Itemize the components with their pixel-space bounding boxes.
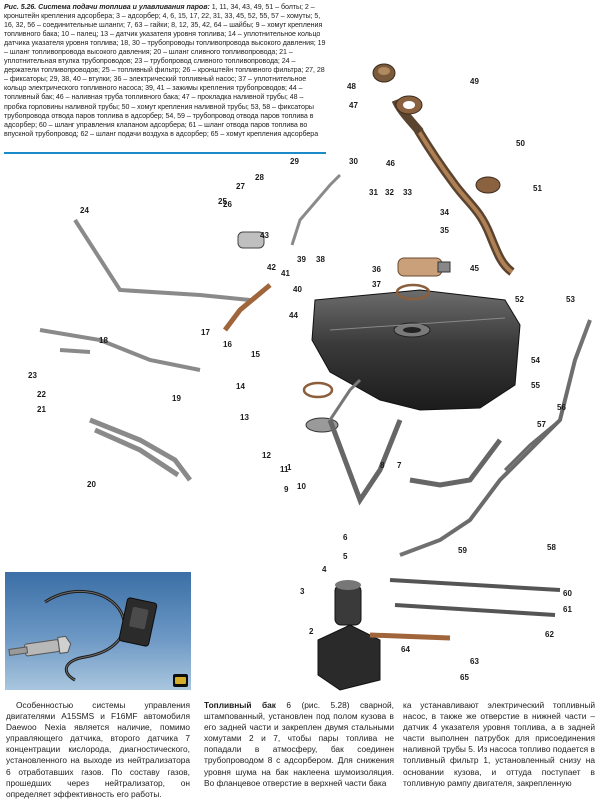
callout-35: 35 <box>440 226 449 235</box>
callout-36: 36 <box>372 265 381 274</box>
oxygen-sensor-illustration <box>8 589 158 682</box>
callout-26: 26 <box>223 200 232 209</box>
callout-2: 2 <box>309 627 314 636</box>
callout-51: 51 <box>533 184 542 193</box>
body-text: Особенностью системы управления двигател… <box>0 700 600 799</box>
tank-strap-right <box>409 438 502 488</box>
callout-31: 31 <box>369 188 378 197</box>
fuel-tank <box>311 289 521 411</box>
callout-48: 48 <box>347 82 356 91</box>
figure-caption-title: Рис. 5.26. Система подачи топлива и улав… <box>4 3 210 11</box>
tank-strap-left <box>327 419 403 506</box>
callout-38: 38 <box>316 255 325 264</box>
callout-20: 20 <box>87 480 96 489</box>
fuel-pump <box>397 257 451 277</box>
callout-18: 18 <box>99 336 108 345</box>
adsorber-hoses <box>369 578 561 641</box>
callout-28: 28 <box>255 173 264 182</box>
callout-27: 27 <box>236 182 245 191</box>
callout-49: 49 <box>470 77 479 86</box>
callout-65: 65 <box>460 673 469 682</box>
callout-16: 16 <box>223 340 232 349</box>
oxygen-sensor-photo <box>5 572 191 690</box>
callout-33: 33 <box>403 188 412 197</box>
callout-57: 57 <box>537 420 546 429</box>
filler-cap <box>372 63 396 83</box>
callout-59: 59 <box>458 546 467 555</box>
sender-oring <box>302 381 334 399</box>
callout-39: 39 <box>297 255 306 264</box>
callout-22: 22 <box>37 390 46 399</box>
text-column-2-body: 6 (рис. 5.28) сварной, штампованный, уст… <box>204 700 394 788</box>
callout-24: 24 <box>80 206 89 215</box>
callout-11: 11 <box>280 465 289 474</box>
callout-58: 58 <box>547 543 556 552</box>
adsorber-bracket <box>317 624 381 691</box>
callout-8: 8 <box>380 461 385 470</box>
fuel-filter <box>237 231 265 249</box>
callout-61: 61 <box>563 605 572 614</box>
callout-9: 9 <box>284 485 289 494</box>
callout-47: 47 <box>349 101 358 110</box>
callout-40: 40 <box>293 285 302 294</box>
callout-21: 21 <box>37 405 46 414</box>
callout-41: 41 <box>281 269 290 278</box>
callout-62: 62 <box>545 630 554 639</box>
adsorber <box>334 580 362 626</box>
callout-42: 42 <box>267 263 276 272</box>
callout-30: 30 <box>349 157 358 166</box>
callout-63: 63 <box>470 657 479 666</box>
callout-15: 15 <box>251 350 260 359</box>
callout-55: 55 <box>531 381 540 390</box>
callout-13: 13 <box>240 413 249 422</box>
callout-45: 45 <box>470 264 479 273</box>
caption-divider <box>4 152 326 154</box>
text-column-1: Особенностью системы управления двигател… <box>6 700 190 799</box>
callout-64: 64 <box>401 645 410 654</box>
figure-caption: Рис. 5.26. Система подачи топлива и улав… <box>4 3 326 139</box>
text-column-2: Топливный бак 6 (рис. 5.28) сварной, шта… <box>204 700 394 789</box>
callout-53: 53 <box>566 295 575 304</box>
callout-3: 3 <box>300 587 305 596</box>
callout-52: 52 <box>515 295 524 304</box>
callout-23: 23 <box>28 371 37 380</box>
callout-54: 54 <box>531 356 540 365</box>
callout-4: 4 <box>322 565 327 574</box>
text-column-3: ка устанавливают электрический топливный… <box>403 700 595 788</box>
callout-19: 19 <box>172 394 181 403</box>
callout-14: 14 <box>236 382 245 391</box>
callout-17: 17 <box>201 328 210 337</box>
pump-oring <box>395 283 431 301</box>
callout-10: 10 <box>297 482 306 491</box>
filler-gasket <box>395 95 423 115</box>
fuel-tank-heading: Топливный бак <box>204 700 276 710</box>
callout-60: 60 <box>563 589 572 598</box>
pressure-lines <box>39 218 251 482</box>
callout-1: 1 <box>287 463 292 472</box>
callout-34: 34 <box>440 208 449 217</box>
hose-16 <box>223 283 272 332</box>
callout-50: 50 <box>516 139 525 148</box>
callout-5: 5 <box>343 552 348 561</box>
callout-46: 46 <box>386 159 395 168</box>
callout-44: 44 <box>289 311 298 320</box>
callout-56: 56 <box>557 403 566 412</box>
hose-30 <box>290 173 342 246</box>
callout-7: 7 <box>397 461 402 470</box>
callout-29: 29 <box>290 157 299 166</box>
callout-43: 43 <box>260 231 269 240</box>
callout-25: 25 <box>218 197 227 206</box>
callout-6: 6 <box>343 533 348 542</box>
callout-12: 12 <box>262 451 271 460</box>
sensor-badge-icon <box>173 674 188 687</box>
vapor-line <box>399 319 592 557</box>
callout-37: 37 <box>372 280 381 289</box>
filler-clamp <box>475 176 501 194</box>
callout-32: 32 <box>385 188 394 197</box>
figure-caption-text: 1, 11, 34, 43, 49, 51 – болты; 2 – кронш… <box>4 3 326 138</box>
